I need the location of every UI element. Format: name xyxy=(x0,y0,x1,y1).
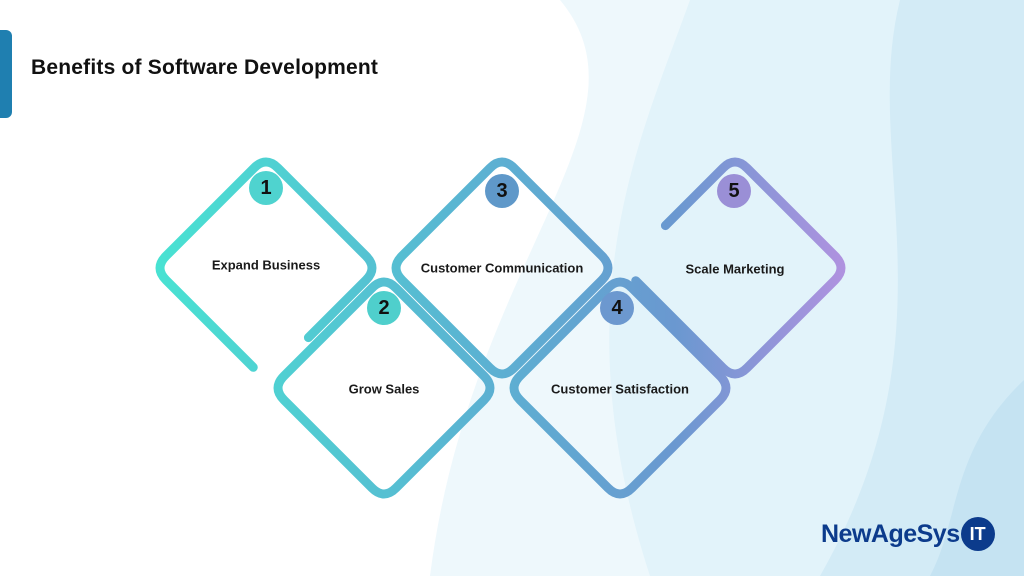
step-label: Customer Communication xyxy=(420,260,584,276)
step-label: Expand Business xyxy=(211,257,321,273)
step-label: Grow Sales xyxy=(348,381,420,397)
step-label: Scale Marketing xyxy=(685,261,785,277)
step-number-badge: 5 xyxy=(717,174,751,208)
diamond-outline-4 xyxy=(509,277,731,499)
diamond-outline-5 xyxy=(631,157,846,379)
title-accent-bar xyxy=(0,30,12,118)
step-number-badge: 1 xyxy=(249,171,283,205)
diamond-outline-2 xyxy=(273,277,495,499)
logo-text: NewAgeSys xyxy=(821,519,960,548)
page-title: Benefits of Software Development xyxy=(31,56,379,79)
diamond-outline-3 xyxy=(391,157,613,379)
step-number-badge: 4 xyxy=(600,291,634,325)
step-number-badge: 3 xyxy=(485,174,519,208)
logo-badge: IT xyxy=(960,517,995,551)
step-label: Customer Satisfaction xyxy=(551,381,689,397)
diamond-outline-1 xyxy=(155,157,377,372)
step-number-badge: 2 xyxy=(367,291,401,325)
company-logo: NewAgeSys IT xyxy=(821,517,995,551)
